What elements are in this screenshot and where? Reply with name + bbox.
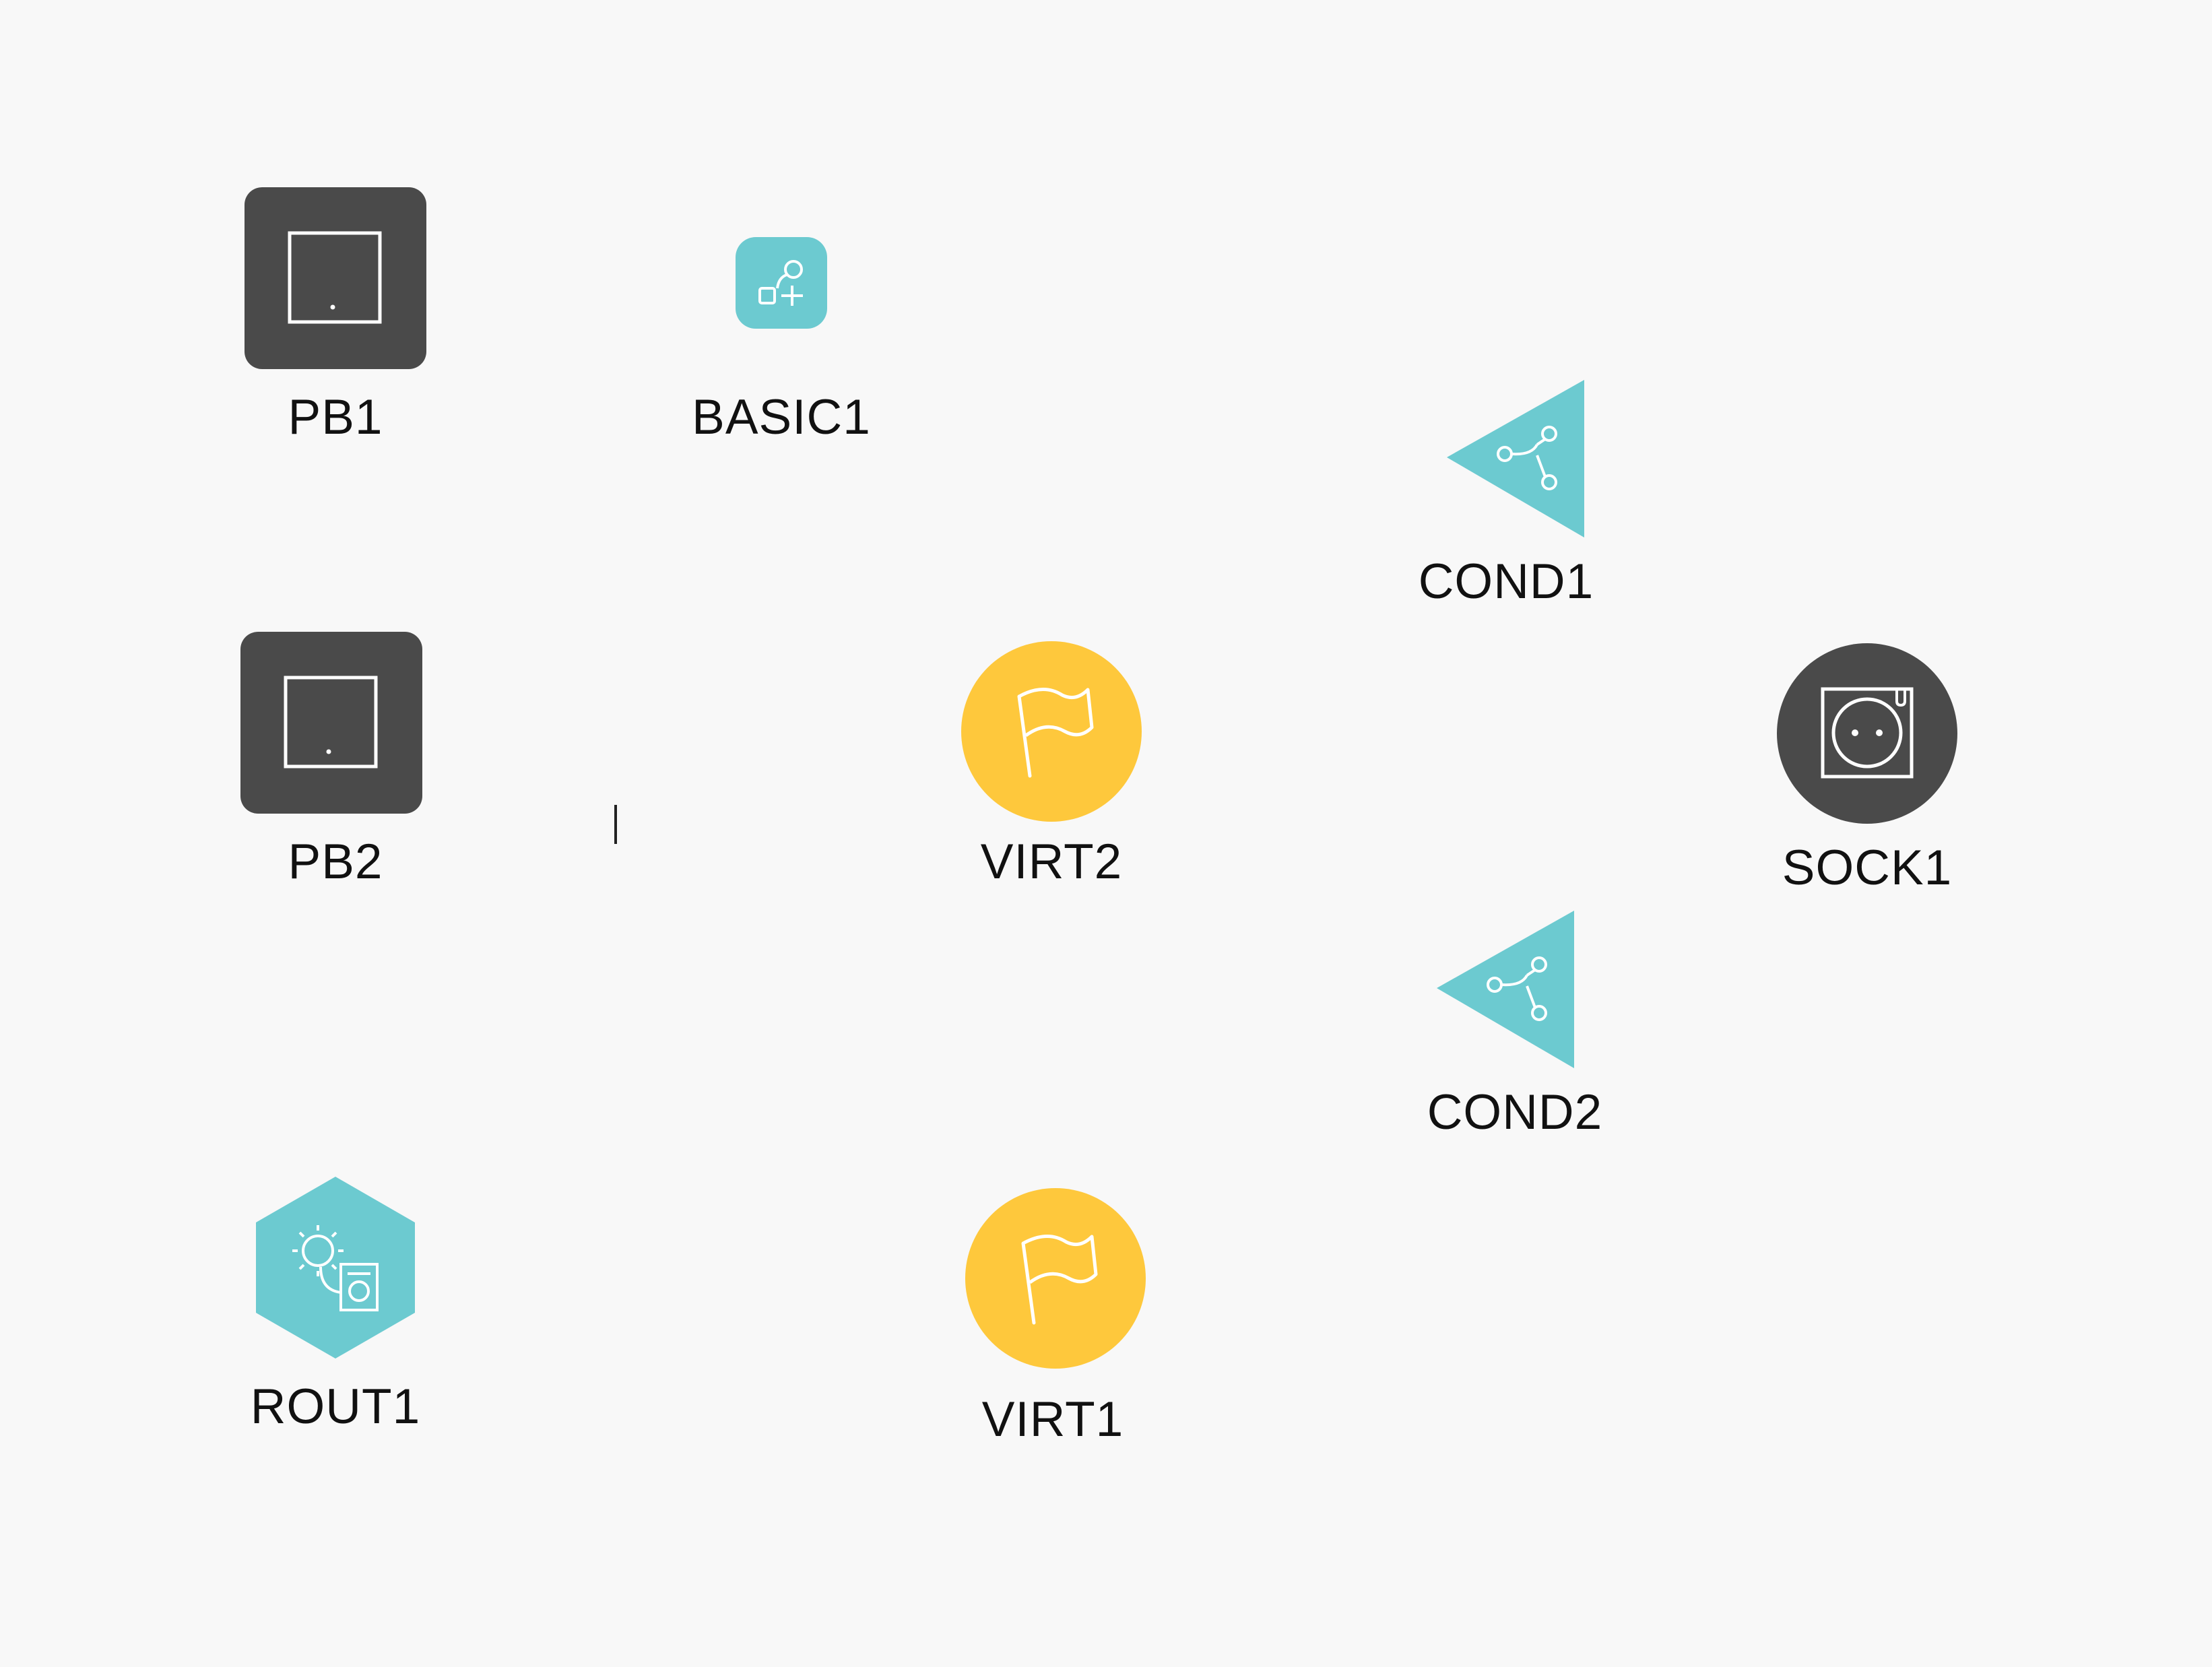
basic-logic-icon (736, 237, 827, 329)
text-cursor (614, 805, 617, 844)
node-basic1[interactable]: BASIC1 (692, 237, 870, 450)
node-label: ROUT1 (250, 1379, 421, 1434)
condition-branch-icon (1447, 380, 1584, 537)
node-cond1[interactable]: COND1 (1419, 380, 1593, 616)
node-label: PB2 (288, 835, 383, 889)
node-label: BASIC1 (692, 390, 871, 445)
node-pb2[interactable]: PB2 (240, 632, 422, 894)
node-cond2[interactable]: COND2 (1427, 911, 1602, 1146)
node-sock1[interactable]: SOCK1 (1777, 643, 1957, 913)
routine-sun-appliance-icon (256, 1177, 415, 1359)
node-label: COND2 (1427, 1085, 1603, 1140)
node-virt2[interactable]: VIRT2 (961, 641, 1142, 911)
node-label: VIRT1 (981, 1392, 1124, 1447)
condition-branch-icon (1437, 911, 1574, 1068)
flag-icon (961, 641, 1142, 822)
push-button-icon (240, 632, 422, 814)
socket-icon (1777, 643, 1957, 824)
node-virt1[interactable]: VIRT1 (965, 1188, 1146, 1458)
node-pb1[interactable]: PB1 (245, 187, 426, 450)
node-label: COND1 (1418, 554, 1594, 609)
node-label: SOCK1 (1782, 841, 1953, 895)
flag-icon (965, 1188, 1146, 1369)
node-rout1[interactable]: ROUT1 (251, 1177, 420, 1446)
node-label: PB1 (288, 390, 383, 445)
node-label: VIRT2 (980, 835, 1123, 889)
push-button-icon (245, 187, 426, 369)
